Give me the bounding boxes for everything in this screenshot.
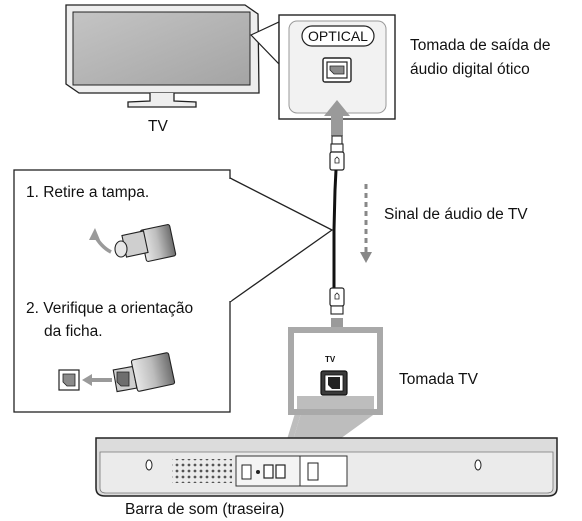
up-arrow-icon	[324, 100, 350, 136]
remove-cap-illustration	[89, 224, 177, 262]
soundbar-rear	[95, 437, 558, 497]
instructions-box	[13, 169, 334, 413]
speaker-grille	[172, 459, 232, 483]
soundbar-jack-tag: TV	[325, 355, 336, 364]
tv-label: TV	[148, 118, 168, 135]
tv-optical-jack-icon	[322, 57, 352, 83]
plug-orientation-illustration	[58, 352, 176, 393]
optical-badge-label: OPTICAL	[308, 28, 368, 44]
instruction-step-2-line2: da ficha.	[44, 323, 103, 340]
instruction-step-1: 1. Retire a tampa.	[26, 184, 150, 201]
optical-badge	[301, 25, 375, 47]
tv-illustration	[65, 4, 260, 108]
signal-label: Sinal de áudio de TV	[384, 206, 528, 223]
tv-optical-jack-soundbar	[320, 370, 348, 396]
optical-cable	[329, 135, 345, 315]
tv-optical-port-caption-line1: Tomada de saída de	[410, 37, 551, 54]
signal-flow-arrow	[360, 184, 372, 263]
tv-screen	[72, 11, 251, 86]
tv-optical-port-caption-line2: áudio digital ótico	[410, 61, 530, 78]
soundbar-jack-caption: Tomada TV	[399, 371, 478, 388]
soundbar-caption: Barra de som (traseira)	[125, 501, 285, 518]
instruction-step-2-line1: 2. Verifique a orientação	[26, 300, 194, 317]
